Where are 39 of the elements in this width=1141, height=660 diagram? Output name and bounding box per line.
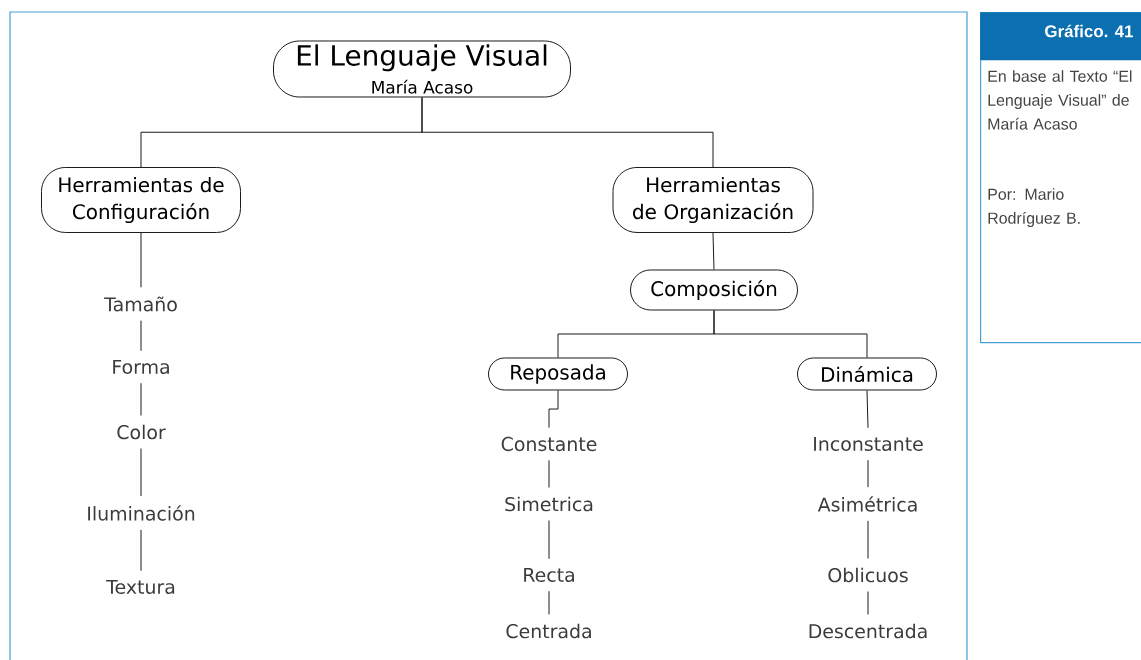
category-pill: Composición — [630, 269, 798, 311]
concept-label: Inconstante — [814, 436, 923, 452]
panel-text: En base al Texto “El Lenguaje Visual” de María Acaso — [988, 70, 1132, 130]
connector-line — [548, 459, 550, 488]
connector-line — [421, 97, 714, 168]
concept-label: Descentrada — [809, 623, 927, 639]
info-panel — [980, 12, 1141, 344]
concept-label: Color — [117, 424, 166, 440]
category-box: Herramientas de Configuración — [41, 167, 241, 233]
concept-label: Recta — [524, 567, 574, 583]
concept-label: Textura — [106, 579, 175, 595]
concept-label: Iluminación — [88, 505, 195, 521]
connector-line — [548, 390, 559, 429]
connector-line — [140, 382, 142, 416]
connector-line — [548, 520, 550, 560]
concept-label: Asimétrica — [817, 496, 917, 512]
connector-line — [867, 459, 869, 488]
connector-line — [712, 232, 715, 270]
connector-line — [140, 529, 142, 572]
connector-line — [140, 448, 142, 497]
connector-line — [140, 232, 142, 288]
category-pill: Reposada — [488, 357, 628, 391]
concept-label: Centrada — [506, 623, 591, 639]
category-box: Herramientas de Organización — [612, 167, 814, 233]
panel-heading: Gráfico. 41 — [980, 12, 1141, 61]
concept-label: Tamaño — [104, 296, 177, 312]
connector-line — [713, 310, 868, 358]
title-box: El Lenguaje Visual María Acaso — [273, 40, 571, 98]
connector-line — [548, 590, 550, 615]
connector-line — [867, 591, 869, 615]
concept-label: Oblicuos — [828, 567, 908, 583]
concept-label: Constante — [501, 436, 597, 452]
concept-label: Simetrica — [505, 496, 593, 512]
connector-line — [867, 520, 869, 559]
connector-line — [140, 320, 142, 352]
connector-line — [866, 390, 869, 429]
category-pill: Dinámica — [797, 357, 937, 391]
concept-label: Forma — [113, 359, 169, 375]
panel-text: Por: Mario Rodríguez B. — [988, 188, 1080, 227]
